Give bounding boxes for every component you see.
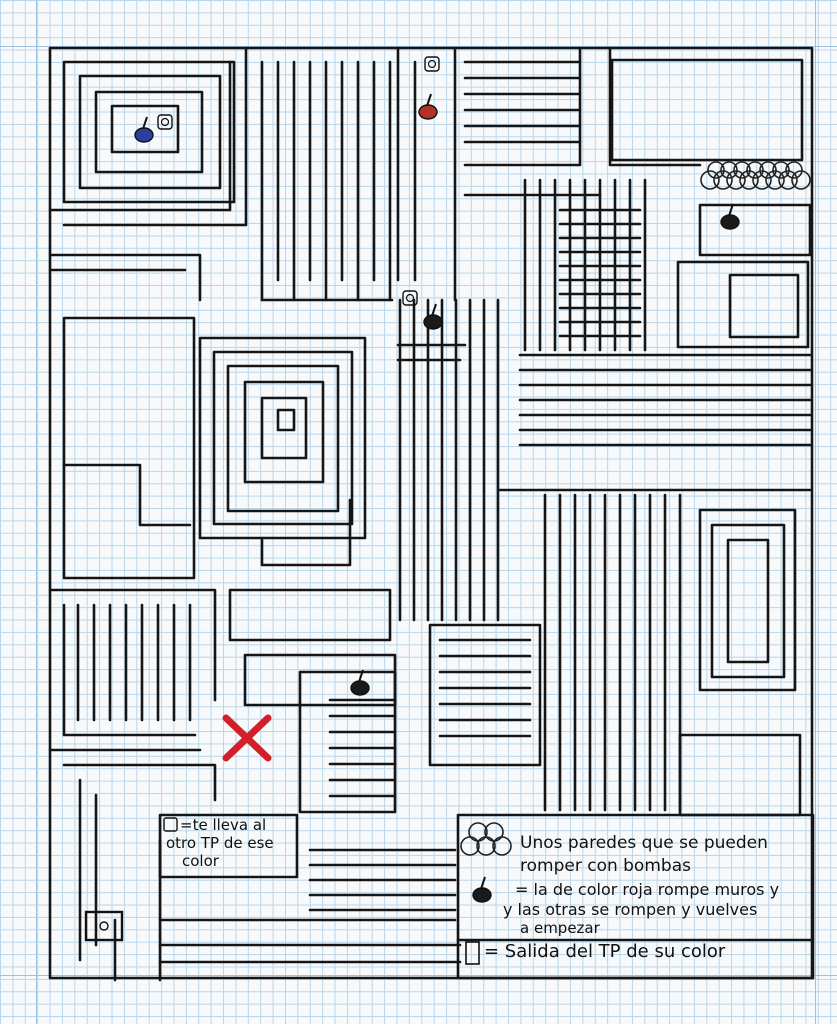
maze-wall [62,763,217,802]
bomb-body [720,214,740,230]
maze-wall [62,316,196,580]
maze-wall [48,60,232,212]
legend-breakable-walls-line2: romper con bombas [520,856,691,876]
bomb-body [418,104,438,120]
portal-icon [163,817,178,832]
breakable-wall-icon [460,836,480,856]
maze-wall [48,253,202,302]
portal-note-line3: color [182,852,219,870]
bomb-body [350,680,370,696]
bomb-icon [720,203,740,230]
maze-wall [698,508,797,692]
maze-wall [243,380,325,484]
breakable-wall-icon [733,161,751,179]
maze-wall [48,588,217,702]
breakable-wall-icon [476,836,496,856]
bomb-fuse [480,876,486,890]
maze-wall [110,104,180,154]
breakable-wall-icon [746,161,764,179]
maze-wall [243,653,397,707]
maze-wall [676,260,810,349]
breakable-wall-icon [752,170,772,190]
maze-wall [698,203,812,257]
portal-icon [160,117,170,127]
bomb-fuse [431,303,437,317]
maze-wall [726,538,770,664]
maze-wall [428,623,542,767]
breakable-wall-icon [739,170,759,190]
bomb-icon [134,116,154,143]
bomb-fuse [358,669,364,683]
maze-wall [260,498,352,567]
maze-wall [710,523,786,679]
portal-icon [402,290,418,306]
maze-wall [226,364,340,513]
portal-icon [405,293,415,303]
exit-icon [465,941,480,965]
bomb-icon [418,93,438,120]
paper-margin-left [36,0,37,1024]
paper-margin-top [0,46,837,47]
maze-wall [608,46,702,167]
breakable-wall-icon [720,161,738,179]
breakable-wall-icon [713,170,733,190]
breakable-wall-icon [700,170,720,190]
maze-wall [62,46,248,227]
maze-wall [260,396,308,460]
maze-wall [728,273,800,339]
breakable-wall-icon [772,161,790,179]
portal-icon [424,56,440,72]
maze-wall [298,670,397,814]
paper-margin-right [815,0,816,1024]
bomb-icon [423,303,443,330]
maze-wall [463,46,582,167]
breakable-wall-icon [726,170,746,190]
maze-wall [94,90,204,174]
maze-wall [62,463,192,527]
legend-bomb-line2: y las otras se rompen y vuelves [503,900,758,919]
breakable-wall-icon [791,170,811,190]
maze-walls [48,46,815,982]
maze-wall [212,350,354,526]
breakable-wall-icon [765,170,785,190]
bomb-icon [472,876,492,903]
exit-icon [99,921,109,931]
bomb-fuse [142,116,148,130]
portal-icon [157,114,173,130]
breakable-wall-icon [707,161,725,179]
bomb-fuse [426,93,432,107]
legend-bomb-line1: = la de color roja rompe muros y [515,880,780,899]
maze-wall [78,74,222,190]
bomb-icon [350,669,370,696]
breakable-wall-icon [759,161,777,179]
legend-bomb-line3: a empezar [520,919,600,937]
breakable-wall-icon [492,836,512,856]
maze-icons [84,56,811,965]
maze-wall [48,46,814,980]
bomb-body [423,314,443,330]
bomb-body [472,887,492,903]
breakable-wall-icon [785,161,803,179]
maze-wall [158,813,299,879]
breakable-wall-icon [778,170,798,190]
portal-note-line2: otro TP de ese [166,834,274,852]
maze-wall [610,58,804,162]
bomb-body [134,127,154,143]
exit-icon [84,910,124,942]
paper-margin-bottom [0,975,837,976]
maze-wall [276,408,296,432]
portal-note-line1: =te lleva al [180,816,267,834]
maze-wall [62,603,197,737]
target-x-icon [222,714,272,762]
maze-wall [678,733,802,817]
maze-wall [228,588,392,642]
legend-exit-line: = Salida del TP de su color [484,941,726,962]
maze-wall [198,336,367,540]
portal-icon [427,59,437,69]
maze-wall [456,813,815,980]
legend-breakable-walls-line1: Unos paredes que se pueden [520,833,768,853]
maze-wall [62,60,236,204]
bomb-fuse [728,203,734,217]
